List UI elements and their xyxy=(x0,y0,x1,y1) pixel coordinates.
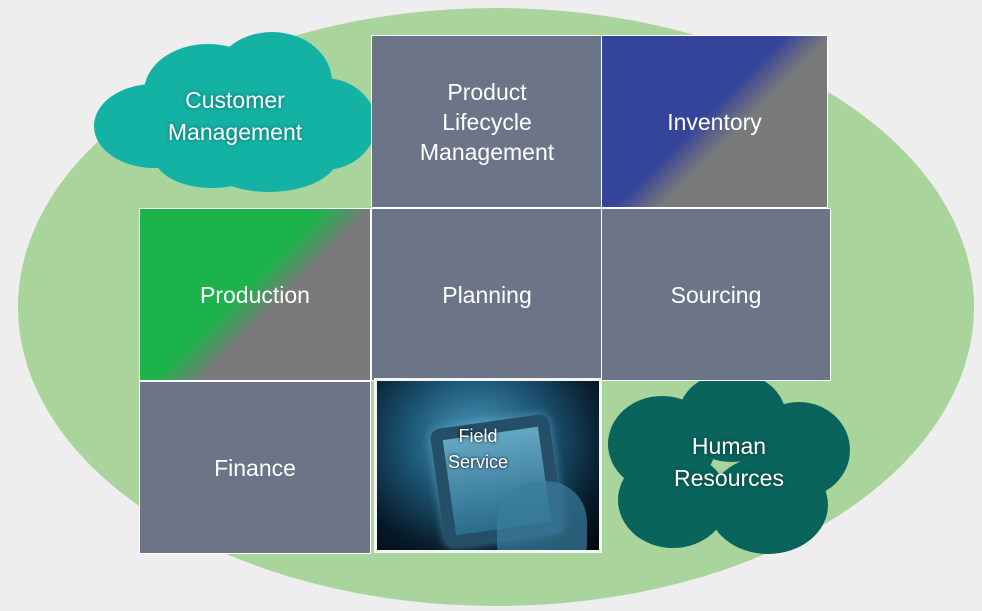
cloud-label-customer-management: Customer Management xyxy=(167,87,303,145)
hand-image xyxy=(497,481,587,550)
tile-production[interactable]: Production xyxy=(139,208,371,381)
tile-inventory[interactable]: Inventory xyxy=(601,35,828,208)
cloud-label-human-resources: Human Resources xyxy=(674,433,784,491)
tile-planning[interactable]: Planning xyxy=(371,208,603,381)
tile-finance[interactable]: Finance xyxy=(139,381,371,554)
cloud-customer-management: Customer Management xyxy=(94,32,376,192)
cloud-human-resources: Human Resources xyxy=(608,372,850,554)
tile-field-service[interactable]: Field Service xyxy=(374,378,602,553)
tile-field-service-label: Field Service xyxy=(447,425,509,472)
tile-sourcing[interactable]: Sourcing xyxy=(601,208,831,381)
tile-product-lifecycle-management[interactable]: Product Lifecycle Management xyxy=(371,35,603,208)
